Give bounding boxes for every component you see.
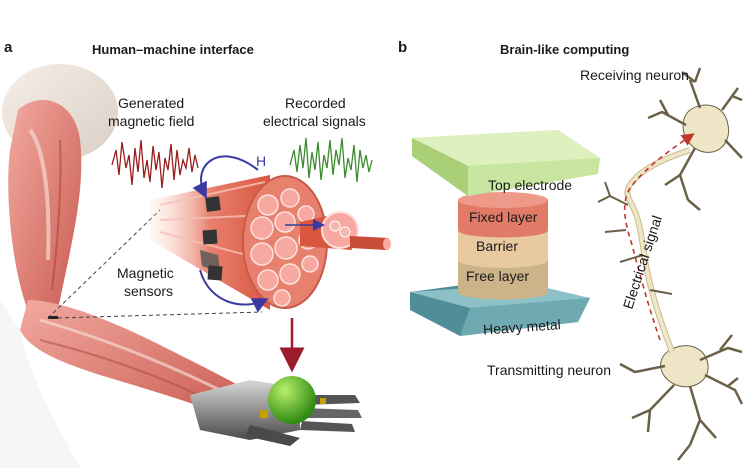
generated-wave xyxy=(111,139,199,189)
recorded-label-2: electrical signals xyxy=(263,113,366,129)
sensors-label-2: sensors xyxy=(124,283,173,299)
panel-a-title: Human–machine interface xyxy=(92,42,254,57)
green-ball xyxy=(268,376,316,424)
layer-top-electrode: Top electrode xyxy=(488,177,572,193)
field-arrow-upper xyxy=(192,155,259,199)
robotic-hand xyxy=(190,376,362,446)
recorded-label-1: Recorded xyxy=(285,95,346,111)
neurons xyxy=(597,67,743,461)
generated-label-2: magnetic field xyxy=(108,113,194,129)
panel-b-letter: b xyxy=(398,39,407,56)
layer-fixed: Fixed layer xyxy=(469,209,538,225)
generated-label-1: Generated xyxy=(118,95,184,111)
sensors-label-1: Magnetic xyxy=(117,265,174,281)
h-field-label: H xyxy=(256,153,266,169)
recorded-wave xyxy=(289,137,373,183)
field-arrow-lower xyxy=(199,269,269,313)
transmitting-neuron-label: Transmitting neuron xyxy=(487,362,611,378)
arm-illustration xyxy=(0,64,250,468)
zoom-line-upper xyxy=(47,209,161,319)
layer-free: Free layer xyxy=(466,268,529,284)
panel-a-letter: a xyxy=(4,39,13,56)
signal-path xyxy=(623,133,695,341)
panel-b-title: Brain-like computing xyxy=(500,42,629,57)
layer-barrier: Barrier xyxy=(476,238,518,254)
layer-heavy-metal: Heavy metal xyxy=(482,316,561,337)
mtj-stack xyxy=(410,130,600,336)
zoom-line-lower xyxy=(57,311,263,319)
receiving-neuron-label: Receiving neuron xyxy=(580,67,689,83)
muscle-bundle xyxy=(150,175,391,310)
